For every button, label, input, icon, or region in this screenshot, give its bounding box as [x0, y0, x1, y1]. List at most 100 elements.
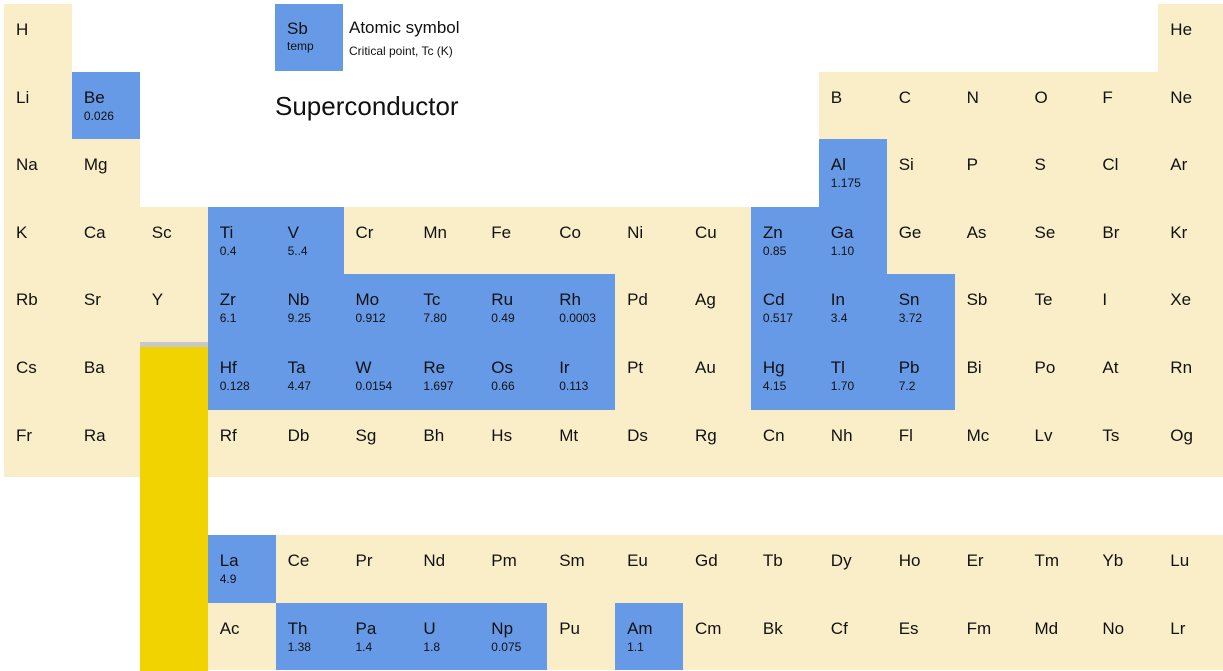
element-cell-nh: Nh [818, 409, 887, 478]
critical-temperature: 0.66 [491, 379, 515, 393]
element-symbol: La [219, 551, 239, 570]
element-cell-rn: Rn [1158, 342, 1223, 410]
element-cell-og: Og [1158, 409, 1223, 478]
element-symbol: Cn [762, 425, 785, 445]
element-cell-bi: Bi [954, 342, 1023, 410]
element-symbol: O [1034, 87, 1048, 107]
element-symbol: B [830, 87, 843, 107]
critical-temperature: 0.0154 [355, 379, 393, 393]
element-symbol: Pb [898, 358, 920, 377]
element-symbol: Sc [151, 222, 172, 242]
element-cell-no: No [1090, 602, 1159, 670]
element-symbol: Mt [559, 425, 579, 445]
element-cell-sr: Sr [71, 274, 140, 342]
element-symbol: Ac [219, 618, 240, 638]
element-cell-cf: Cf [818, 602, 887, 670]
element-symbol: Hs [491, 425, 513, 445]
element-symbol: Bh [423, 425, 445, 445]
element-symbol: S [1034, 155, 1046, 175]
critical-temperature: 1.8 [423, 639, 441, 654]
element-cell-dy: Dy [818, 535, 887, 603]
element-cell-au: Au [683, 342, 751, 410]
element-symbol: Tc [423, 290, 441, 310]
element-symbol: Os [491, 358, 514, 377]
element-symbol: Xe [1170, 290, 1192, 310]
element-symbol: Na [16, 155, 38, 175]
element-cell-sm: Sm [547, 535, 616, 603]
element-symbol: Al [830, 155, 846, 175]
element-symbol: Pa [355, 618, 377, 638]
element-symbol: Fe [491, 222, 512, 242]
element-cell-p: P [954, 139, 1023, 207]
element-cell-cn: Cn [750, 409, 819, 478]
element-cell-ho: Ho [886, 535, 955, 603]
element-symbol: Fl [898, 425, 913, 445]
element-cell-fm: Fm [954, 602, 1023, 670]
element-symbol: V [287, 222, 299, 242]
element-symbol: Rh [559, 290, 581, 310]
element-cell-gd: Gd [683, 535, 751, 603]
element-symbol: Si [898, 155, 914, 175]
element-symbol: Nb [287, 290, 310, 310]
element-symbol: Mc [966, 425, 990, 445]
element-symbol: Rn [1170, 358, 1193, 377]
element-symbol: Gd [695, 551, 718, 570]
element-symbol: Sb [966, 290, 988, 310]
element-cell-lv: Lv [1022, 409, 1091, 478]
critical-temperature: 0.912 [355, 311, 386, 326]
element-symbol: Yb [1102, 551, 1124, 570]
element-symbol: Hg [762, 358, 785, 377]
element-symbol: Nh [830, 425, 853, 445]
element-cell-i: I [1090, 274, 1159, 342]
element-symbol: Cs [16, 358, 37, 377]
critical-temperature: 3.4 [830, 311, 848, 326]
element-cell-sb: Sb [954, 274, 1023, 342]
critical-temperature: 1.1 [627, 639, 644, 654]
element-symbol: In [830, 290, 845, 310]
element-symbol: Ho [898, 551, 921, 570]
element-cell-mn: Mn [411, 206, 480, 275]
critical-temperature: 7.80 [423, 311, 447, 326]
element-cell-tm: Tm [1022, 535, 1091, 603]
element-cell-ca: Ca [71, 206, 140, 275]
element-symbol: N [966, 87, 979, 107]
element-symbol: F [1102, 87, 1113, 107]
element-cell-se: Se [1022, 206, 1091, 275]
element-cell-es: Es [886, 602, 955, 670]
element-cell-bh: Bh [411, 409, 480, 478]
element-symbol: Zn [762, 222, 783, 242]
element-cell-fr: Fr [4, 409, 72, 478]
element-symbol: Po [1034, 358, 1056, 377]
element-symbol: Tm [1034, 551, 1060, 570]
element-symbol: Pm [491, 551, 517, 570]
element-cell-ra: Ra [71, 409, 140, 478]
element-symbol: Ru [491, 290, 514, 310]
element-symbol: Pt [627, 358, 644, 377]
element-symbol: Tl [830, 358, 845, 377]
element-symbol: Se [1034, 222, 1056, 242]
critical-temperature: 0.075 [491, 639, 522, 654]
element-symbol: Ce [287, 551, 310, 570]
element-cell-er: Er [954, 535, 1023, 603]
element-cell-sg: Sg [343, 409, 412, 478]
element-cell-eu: Eu [615, 535, 684, 603]
element-symbol: He [1170, 20, 1193, 39]
element-cell-cr: Cr [343, 206, 412, 275]
element-symbol: Fr [16, 425, 33, 445]
element-symbol: Li [16, 87, 30, 107]
element-cell-br: Br [1090, 206, 1159, 275]
element-symbol: Es [898, 618, 919, 638]
element-symbol: Ds [627, 425, 648, 445]
element-symbol: Be [83, 87, 105, 107]
